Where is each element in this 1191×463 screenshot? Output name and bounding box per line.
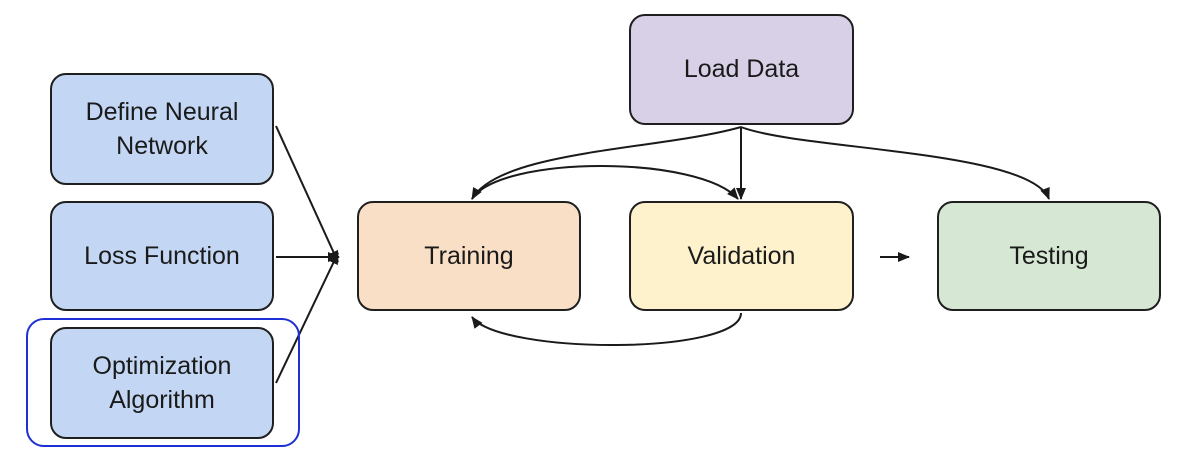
edge-validation-to-training	[471, 312, 742, 346]
edge-training-to-validation	[471, 165, 739, 200]
node-training-label: Training	[424, 241, 514, 270]
node-optimization-algorithm-line-2: Algorithm	[109, 386, 215, 414]
node-optimization-algorithm: Optimization Algorithm	[50, 327, 274, 439]
node-loss-function-label: Loss Function	[84, 241, 240, 270]
edge-define-to-training	[275, 125, 339, 263]
edge-optimization-to-training	[275, 252, 339, 384]
node-validation-label: Validation	[687, 241, 796, 270]
node-define-neural-network-line-2: Network	[116, 132, 208, 160]
node-loss-function: Loss Function	[50, 201, 274, 311]
node-define-neural-network-line-1: Define Neural	[85, 97, 239, 126]
node-optimization-algorithm-line-1: Optimization	[92, 351, 232, 380]
edge-load-to-training	[471, 126, 742, 200]
node-testing: Testing	[937, 201, 1161, 311]
node-load-data-label: Load Data	[683, 55, 800, 84]
optimization-highlight-box	[26, 318, 300, 447]
edge-load-to-testing	[740, 126, 1050, 200]
node-training: Training	[357, 201, 581, 311]
node-validation: Validation	[629, 201, 854, 311]
node-load-data: Load Data	[629, 14, 854, 125]
node-testing-label: Testing	[1009, 241, 1089, 270]
node-define-neural-network: Define Neural Network	[50, 73, 274, 185]
